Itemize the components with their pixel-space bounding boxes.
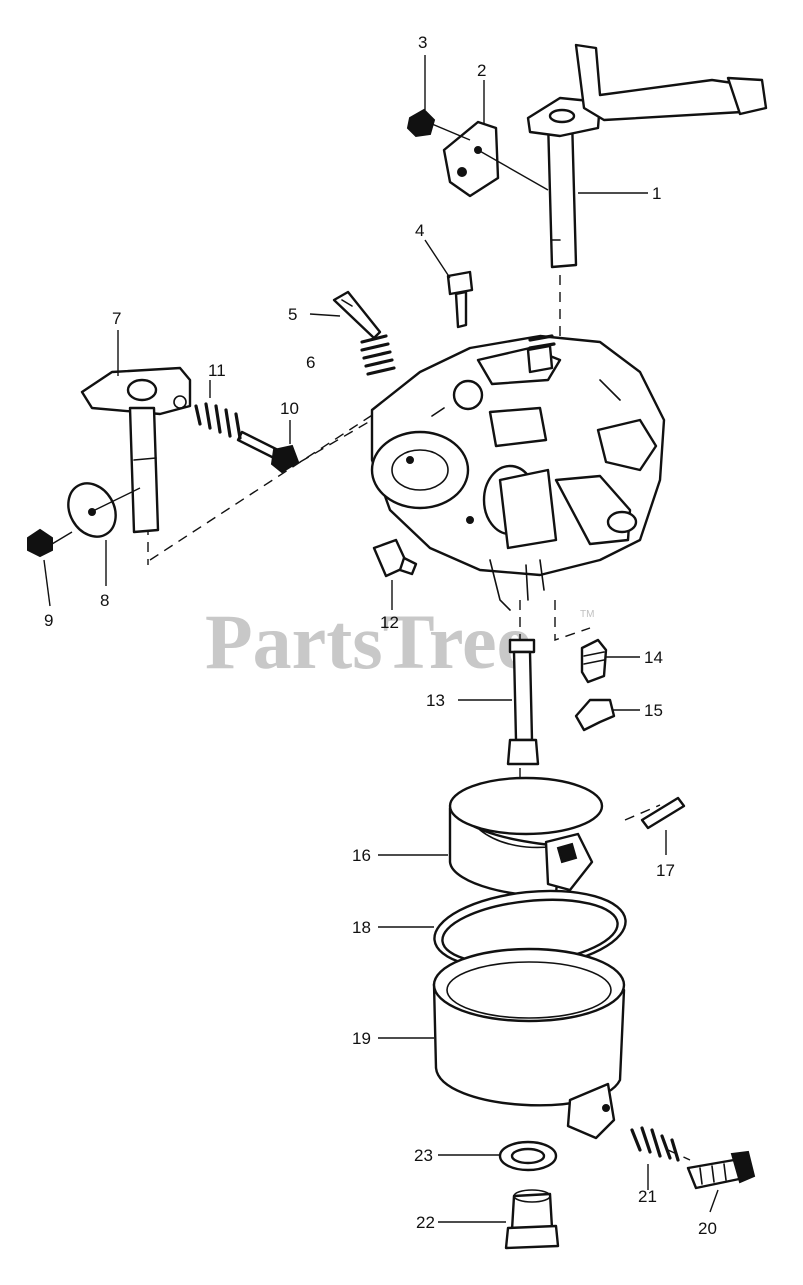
- callout-2: 2: [477, 61, 486, 80]
- watermark: PartsTree TM: [205, 598, 594, 685]
- part-17-float-pin: [640, 796, 686, 830]
- callout-12: 12: [380, 613, 399, 632]
- part-20-screw: [686, 1150, 756, 1190]
- leader-lines: [43, 55, 719, 1223]
- callout-18: 18: [352, 918, 371, 937]
- part-9-screw: [27, 528, 73, 558]
- callout-5: 5: [288, 305, 297, 324]
- part-7-choke-shaft: [80, 366, 192, 534]
- callout-10: 10: [280, 399, 299, 418]
- callout-23: 23: [414, 1146, 433, 1165]
- callout-20: 20: [698, 1219, 717, 1238]
- part-22-bowl-nut: [504, 1189, 560, 1250]
- assembly-guides: [147, 275, 691, 1161]
- part-19-float-bowl: [432, 947, 626, 1140]
- part-11-spring: [194, 402, 242, 440]
- part-16-float: [448, 776, 604, 897]
- part-3-screw: [406, 108, 471, 141]
- part-15-clip: [574, 698, 616, 732]
- part-10-idle-screw: [236, 430, 300, 474]
- callout-22: 22: [416, 1213, 435, 1232]
- callout-9: 9: [44, 611, 53, 630]
- part-2-plate: [442, 120, 549, 198]
- callout-7: 7: [112, 309, 121, 328]
- callout-6: 6: [306, 353, 315, 372]
- callout-1: 1: [652, 184, 661, 203]
- callout-4: 4: [415, 221, 424, 240]
- part-8-choke-plate: [67, 482, 141, 538]
- part-21-spring: [630, 1126, 680, 1162]
- part-18-gasket: [433, 889, 627, 971]
- callout-19: 19: [352, 1029, 371, 1048]
- callout-14: 14: [644, 648, 663, 667]
- callout-labels: 3 2 1 4 5 6 7 11 10 8 9 12 13 14 15 16 1…: [44, 33, 717, 1238]
- part-13-tube: [506, 638, 540, 766]
- callout-15: 15: [644, 701, 663, 720]
- callout-8: 8: [100, 591, 109, 610]
- part-1-throttle-shaft: [526, 43, 768, 269]
- callout-21: 21: [638, 1187, 657, 1206]
- part-23-washer: [498, 1140, 558, 1172]
- carburetor-body: [370, 334, 666, 611]
- part-6-spring: [360, 334, 396, 376]
- part-14-needle-valve: [580, 638, 608, 684]
- watermark-trademark: TM: [580, 609, 594, 620]
- watermark-text: PartsTree: [205, 598, 531, 685]
- part-4-bolt: [446, 270, 474, 329]
- part-12-fitting: [372, 538, 418, 578]
- callout-3: 3: [418, 33, 427, 52]
- part-5-needle: [332, 290, 382, 340]
- callout-17: 17: [656, 861, 675, 880]
- callout-13: 13: [426, 691, 445, 710]
- callout-16: 16: [352, 846, 371, 865]
- callout-11: 11: [208, 361, 226, 380]
